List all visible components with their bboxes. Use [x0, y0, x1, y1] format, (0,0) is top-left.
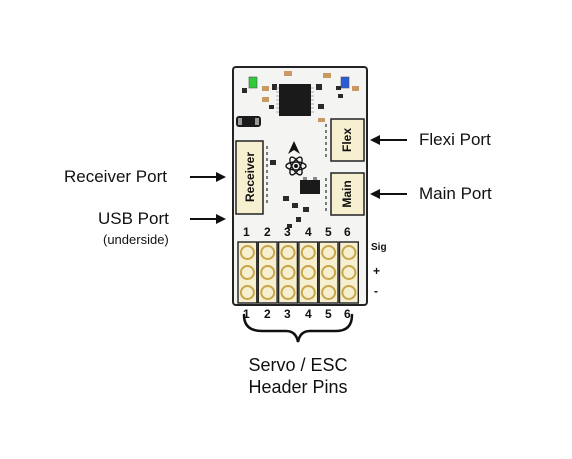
negative-row-label: -: [374, 284, 378, 298]
caption-line-2: Header Pins: [248, 377, 348, 397]
flex-connector: [330, 118, 365, 162]
header-brace: [242, 313, 354, 343]
resistor-group: [262, 71, 359, 122]
header-pin: [321, 245, 337, 260]
header-pin: [341, 265, 357, 280]
top-pin-number: 6: [344, 225, 351, 239]
header-pin: [260, 245, 276, 260]
header-pin: [260, 265, 276, 280]
header-pin: [280, 265, 296, 280]
receiver-port-label: Receiver Port: [64, 167, 167, 186]
green-led: [248, 76, 258, 89]
usb-port-label: USB Port: [98, 209, 169, 228]
connector-pin-traces: [266, 124, 327, 211]
small-ic: [300, 180, 320, 194]
servo-header: [237, 241, 359, 304]
top-pin-number: 3: [284, 225, 291, 239]
header-pin: [260, 285, 276, 300]
bottom-pin-number: 6: [344, 307, 351, 321]
crystal-oscillator: [236, 116, 261, 127]
main-port-label: Main Port: [419, 184, 492, 203]
bottom-pin-number: 4: [305, 307, 312, 321]
annotation-arrows: [190, 135, 407, 224]
caption-line-1: Servo / ESC: [248, 355, 348, 375]
atom-logo-icon: [285, 156, 307, 176]
bottom-pin-number: 1: [243, 307, 250, 321]
signal-row-label: Sig: [371, 242, 387, 253]
header-pin: [280, 245, 296, 260]
bottom-pin-number: 3: [284, 307, 291, 321]
top-pin-number: 5: [325, 225, 332, 239]
header-pin: [239, 265, 255, 280]
bottom-pin-number: 5: [325, 307, 332, 321]
top-pin-number: 1: [243, 225, 250, 239]
positive-row-label: +: [373, 264, 381, 278]
header-pin: [300, 285, 316, 300]
top-pin-number: 2: [264, 225, 271, 239]
usb-port-sublabel: (underside): [103, 232, 169, 247]
header-pin: [300, 265, 316, 280]
receiver-connector-label: Receiver: [243, 152, 257, 202]
receiver-connector: [235, 140, 264, 215]
main-connector-label: Main: [340, 180, 354, 207]
header-pin: [341, 285, 357, 300]
mcu-chip: [279, 84, 311, 116]
header-pin: [300, 245, 316, 260]
header-pin: [341, 245, 357, 260]
header-pin: [239, 285, 255, 300]
main-connector: [330, 172, 365, 216]
header-pin: [280, 285, 296, 300]
header-pin: [321, 285, 337, 300]
flexi-port-label: Flexi Port: [419, 130, 491, 149]
header-pin: [321, 265, 337, 280]
flex-connector-label: Flex: [340, 128, 354, 152]
blue-led: [340, 76, 350, 89]
direction-arrow-icon: [288, 141, 300, 154]
top-pin-number: 4: [305, 225, 312, 239]
header-pins-caption: Servo / ESC Header Pins: [208, 354, 388, 398]
smd-components: [242, 84, 343, 228]
header-pin: [239, 245, 255, 260]
bottom-pin-number: 2: [264, 307, 271, 321]
